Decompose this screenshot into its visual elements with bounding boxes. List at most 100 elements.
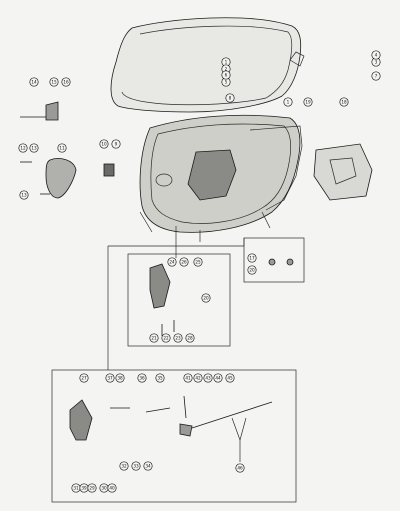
callout-label: 46 (237, 466, 243, 471)
callout-label: 23 (175, 336, 181, 341)
callout-label: 1 (225, 60, 228, 65)
callout-circle (87, 483, 97, 493)
callout-circle (185, 333, 195, 343)
callout-label: 16 (63, 80, 69, 85)
callout-c-low-b: 37 (105, 373, 115, 383)
callout-c-mid-a: 24 (167, 257, 177, 267)
left-parts (20, 101, 115, 199)
callout-label: 43 (205, 376, 211, 381)
callout-c-low-h: 43 (203, 373, 213, 383)
callout-label: 44 (215, 376, 221, 381)
callout-label: 26 (181, 260, 187, 265)
callout-circle (161, 333, 171, 343)
callout-label: 14 (31, 80, 37, 85)
callout-circle (105, 373, 115, 383)
top-cowl (110, 17, 305, 113)
callout-circle (155, 373, 165, 383)
callout-circle (137, 373, 147, 383)
callout-label: 13 (21, 193, 27, 198)
callout-label: 3 (375, 60, 378, 65)
callout-c-mid-e: 21 (149, 333, 159, 343)
callout-circle (213, 373, 223, 383)
callout-circle (167, 257, 177, 267)
callout-label: 33 (133, 464, 139, 469)
callout-c-cowl-top-5: 5 (221, 77, 231, 87)
callout-label: 28 (187, 336, 193, 341)
callout-circle (49, 77, 59, 87)
callout-circle (339, 97, 349, 107)
callout-label: 38 (117, 376, 123, 381)
callout-label: 27 (81, 376, 87, 381)
callout-c-clip-b: 9 (111, 139, 121, 149)
callout-c-lever-b: 15 (49, 77, 59, 87)
bottom-box (51, 369, 297, 503)
callout-c-cowl-top-4: 4 (371, 50, 381, 60)
callout-circle (203, 373, 213, 383)
callout-circle (99, 139, 109, 149)
right-box (243, 237, 305, 283)
callout-circle (79, 373, 89, 383)
callout-circle (29, 143, 39, 153)
callout-c-low-o: 39 (79, 483, 89, 493)
callout-label: 42 (195, 376, 201, 381)
callout-label: 11 (59, 146, 65, 151)
callout-c-mid-c: 25 (193, 257, 203, 267)
callout-circle (149, 333, 159, 343)
callout-label: 24 (169, 260, 175, 265)
callout-label: 32 (121, 464, 127, 469)
callout-c-screw-c: 13 (19, 190, 29, 200)
callout-label: 36 (139, 376, 145, 381)
callout-label: 17 (249, 256, 255, 261)
callout-circle (183, 373, 193, 383)
callout-circle (225, 373, 235, 383)
callout-circle (115, 373, 125, 383)
callout-label: 6 (225, 73, 228, 78)
callout-label: 18 (341, 100, 347, 105)
callout-circle (193, 257, 203, 267)
callout-circle (201, 293, 211, 303)
callout-c-low-d: 36 (137, 373, 147, 383)
callout-label: 2 (225, 67, 228, 72)
callout-c-cowl-top-8: 8 (225, 93, 235, 103)
callout-label: 9 (115, 142, 118, 147)
callout-c-lever-a: 14 (29, 77, 39, 87)
callout-label: 20 (203, 296, 209, 301)
callout-label: 35 (157, 376, 163, 381)
callout-label: 4 (375, 53, 378, 58)
callout-c-clip-a: 10 (99, 139, 109, 149)
callout-label: 15 (51, 80, 57, 85)
callout-c-low-s: 46 (235, 463, 245, 473)
callout-circle (179, 257, 189, 267)
callout-circle (225, 93, 235, 103)
callout-label: 13 (31, 146, 37, 151)
callout-label: 5 (225, 80, 228, 85)
callout-c-low-k: 32 (119, 461, 129, 471)
callout-label: 41 (185, 376, 191, 381)
callout-label: 25 (195, 260, 201, 265)
callout-circle (107, 483, 117, 493)
callout-circle (131, 461, 141, 471)
callout-label: 21 (151, 336, 157, 341)
callout-circle (247, 265, 257, 275)
callout-c-low-r: 40 (107, 483, 117, 493)
callout-c-mid-h: 28 (185, 333, 195, 343)
callout-c-mid-f: 22 (161, 333, 171, 343)
callout-label: 30 (101, 486, 107, 491)
callout-label: 31 (73, 486, 79, 491)
callout-c-mid-g: 23 (173, 333, 183, 343)
callout-c-pan-screw: 19 (303, 97, 313, 107)
callout-label: 8 (229, 96, 232, 101)
callout-c-low-a: 27 (79, 373, 89, 383)
callout-c-low-m: 34 (143, 461, 153, 471)
callout-circle (143, 461, 153, 471)
callout-c-mid-b: 26 (179, 257, 189, 267)
callout-label: 20 (249, 268, 255, 273)
callout-label: 39 (81, 486, 87, 491)
callout-circle (111, 139, 121, 149)
callout-c-low-p: 29 (87, 483, 97, 493)
callout-c-screw-a: 12 (18, 143, 28, 153)
callout-circle (29, 77, 39, 87)
callout-c-gasket: 18 (339, 97, 349, 107)
callout-c-low-i: 44 (213, 373, 223, 383)
